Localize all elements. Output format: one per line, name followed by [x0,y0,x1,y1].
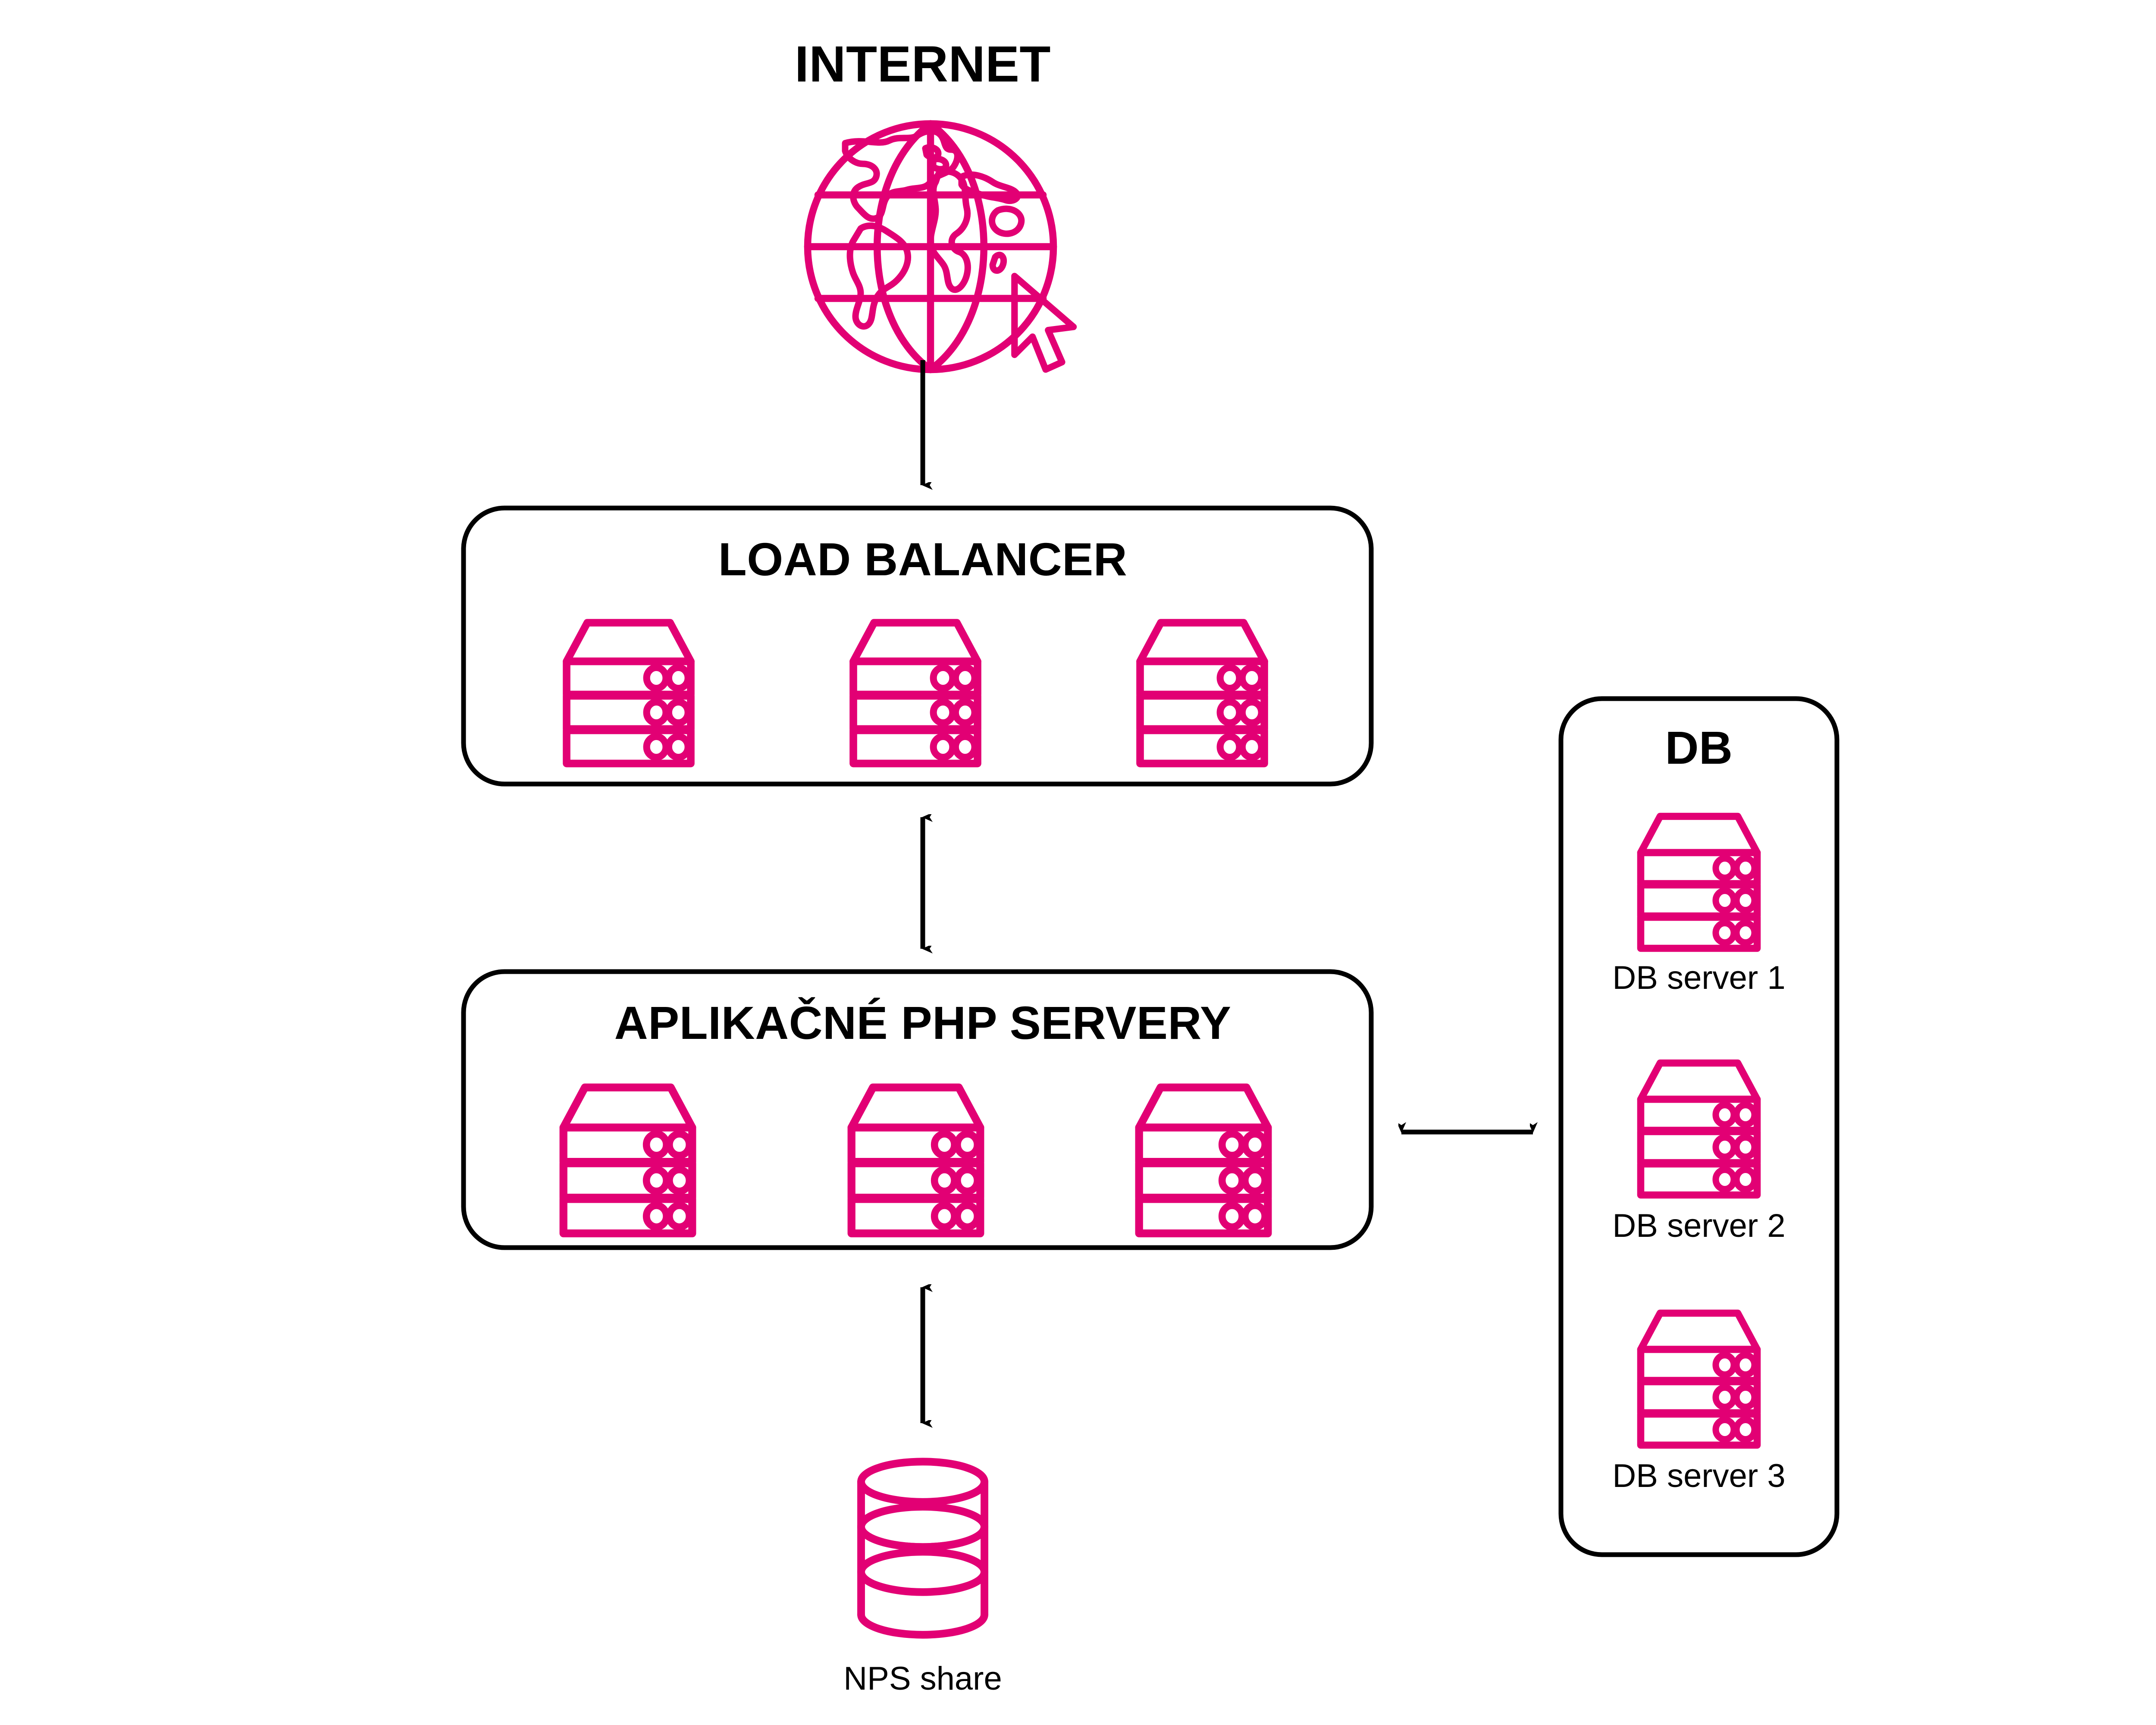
load-balancer-container [461,505,1374,787]
app-server-1 [564,1088,693,1233]
load-balancer-server-3 [1140,623,1264,763]
db-server-3-icon [1641,1313,1757,1445]
db-server-2-label: DB server 2 [1612,1208,1786,1244]
database-cylinder-icon [861,1462,984,1635]
app-servers-title: APLIKAČNÉ PHP SERVERY [614,997,1232,1049]
db-server-1-label: DB server 1 [1612,960,1786,996]
internet-title: INTERNET [795,36,1051,93]
app-server-3 [1139,1088,1268,1233]
db-server-2-icon [1641,1063,1757,1195]
db-server-1-icon [1641,816,1757,948]
db-server-3-label: DB server 3 [1612,1458,1786,1494]
load-balancer-title: LOAD BALANCER [718,533,1128,585]
load-balancer-server-1 [567,623,691,763]
nps-share-label: NPS share [843,1660,1002,1697]
app-server-2 [852,1088,981,1233]
load-balancer-server-2 [853,623,978,763]
db-title: DB [1665,721,1733,774]
app-servers-container [461,969,1374,1250]
db-container [1558,696,1839,1557]
